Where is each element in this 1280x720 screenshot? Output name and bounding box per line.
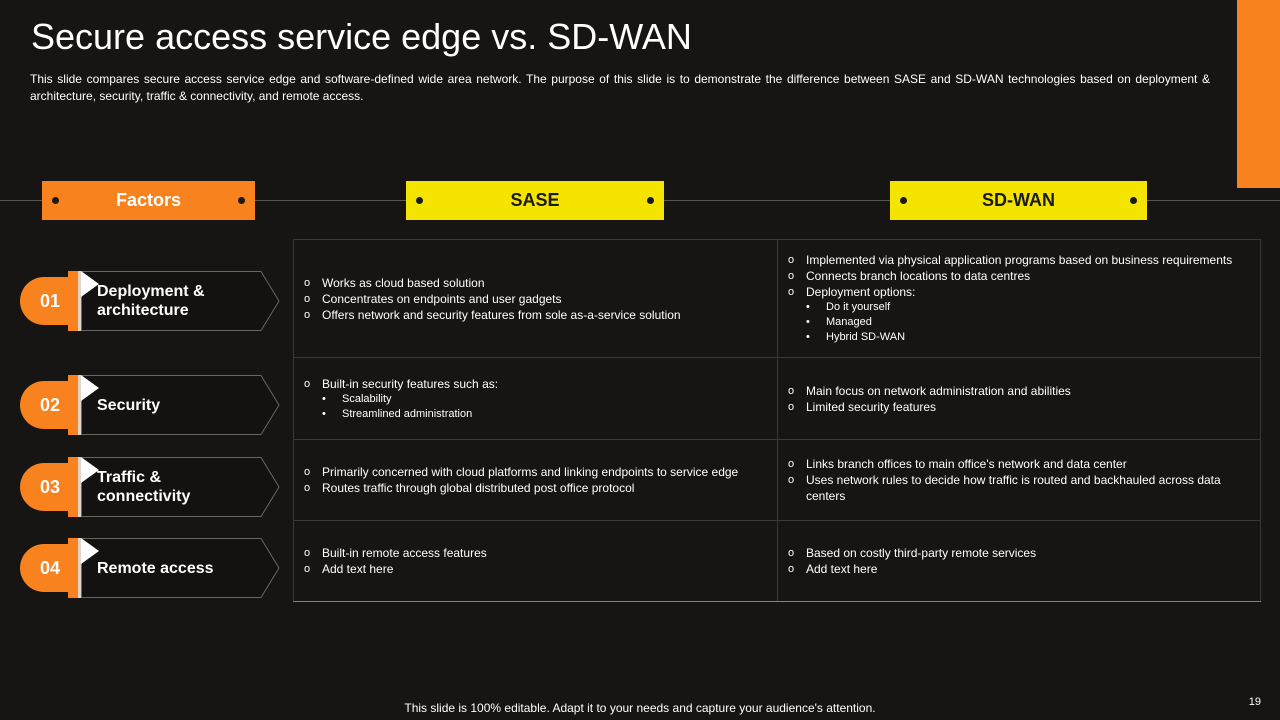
bullet-item: Concentrates on endpoints and user gadge… bbox=[304, 291, 763, 307]
slide-footer: This slide is 100% editable. Adapt it to… bbox=[404, 701, 876, 715]
sub-bullet-item: Do it yourself bbox=[788, 300, 1246, 315]
dot-icon bbox=[647, 197, 654, 204]
factor-label-box: Security bbox=[81, 375, 280, 435]
play-arrow-icon bbox=[81, 271, 99, 297]
sase-cell: Built-in remote access featuresAdd text … bbox=[293, 521, 777, 601]
bullet-item: Implemented via physical application pro… bbox=[788, 252, 1246, 268]
sub-bullet-item: Scalability bbox=[304, 392, 763, 407]
play-arrow-icon bbox=[81, 538, 99, 564]
factor-label-box: Deployment & architecture bbox=[81, 271, 280, 331]
bullet-item: Links branch offices to main office's ne… bbox=[788, 456, 1246, 472]
table-row: Built-in remote access featuresAdd text … bbox=[293, 521, 1261, 601]
sdwan-cell: Based on costly third-party remote servi… bbox=[777, 521, 1261, 601]
factor-label: Security bbox=[97, 396, 161, 414]
page-number: 19 bbox=[1248, 696, 1261, 708]
bullet-list: Built-in security features such as:Scala… bbox=[304, 376, 763, 422]
factor-label: Traffic & connectivity bbox=[97, 469, 191, 505]
factor-deployment: 01 Deployment & architecture bbox=[20, 271, 280, 331]
table-row: Built-in security features such as:Scala… bbox=[293, 358, 1261, 440]
sub-bullet-list: Do it yourselfManagedHybrid SD-WAN bbox=[788, 300, 1246, 345]
table-row: Primarily concerned with cloud platforms… bbox=[293, 440, 1261, 521]
dot-icon bbox=[416, 197, 423, 204]
header-sase-label: SASE bbox=[510, 190, 560, 210]
sub-bullet-item: Streamlined administration bbox=[304, 407, 763, 422]
sase-cell: Built-in security features such as:Scala… bbox=[293, 358, 777, 439]
sdwan-cell: Links branch offices to main office's ne… bbox=[777, 440, 1261, 520]
slide-subtitle: This slide compares secure access servic… bbox=[30, 72, 1210, 103]
factor-remote-access: 04 Remote access bbox=[20, 538, 280, 598]
bullet-item: Built-in remote access features bbox=[304, 545, 763, 561]
bullet-list: Built-in remote access featuresAdd text … bbox=[304, 545, 763, 577]
factor-stripe bbox=[68, 538, 81, 598]
factor-label-box: Traffic & connectivity bbox=[81, 457, 280, 517]
bullet-list: Main focus on network administration and… bbox=[788, 383, 1246, 415]
bullet-item: Add text here bbox=[788, 561, 1246, 577]
dot-icon bbox=[1130, 197, 1137, 204]
sase-cell: Works as cloud based solutionConcentrate… bbox=[293, 240, 777, 357]
factor-traffic: 03 Traffic & connectivity bbox=[20, 457, 280, 517]
factor-stripe bbox=[68, 457, 81, 517]
sub-bullet-item: Managed bbox=[788, 315, 1246, 330]
header-sdwan: SD-WAN bbox=[890, 181, 1147, 220]
comparison-table: Works as cloud based solutionConcentrate… bbox=[293, 239, 1261, 602]
bullet-list: Based on costly third-party remote servi… bbox=[788, 545, 1246, 577]
bullet-item: Built-in security features such as: bbox=[304, 376, 763, 392]
bullet-list: Implemented via physical application pro… bbox=[788, 252, 1246, 345]
bullet-item: Connects branch locations to data centre… bbox=[788, 268, 1246, 284]
bullet-item: Primarily concerned with cloud platforms… bbox=[304, 464, 763, 480]
dot-icon bbox=[238, 197, 245, 204]
header-sdwan-label: SD-WAN bbox=[982, 190, 1055, 210]
sdwan-cell: Main focus on network administration and… bbox=[777, 358, 1261, 439]
bullet-item: Offers network and security features fro… bbox=[304, 307, 763, 323]
bullet-item: Uses network rules to decide how traffic… bbox=[788, 472, 1246, 504]
factor-stripe bbox=[68, 271, 81, 331]
corner-accent-bar bbox=[1237, 0, 1280, 188]
bullet-item: Add text here bbox=[304, 561, 763, 577]
factor-label: Remote access bbox=[97, 559, 214, 577]
play-arrow-icon bbox=[81, 457, 99, 483]
bullet-item: Works as cloud based solution bbox=[304, 275, 763, 291]
sub-bullet-item: Hybrid SD-WAN bbox=[788, 330, 1246, 345]
header-factors: Factors bbox=[42, 181, 255, 220]
bullet-item: Main focus on network administration and… bbox=[788, 383, 1246, 399]
bullet-list: Primarily concerned with cloud platforms… bbox=[304, 464, 763, 496]
factor-label-box: Remote access bbox=[81, 538, 280, 598]
sub-bullet-list: ScalabilityStreamlined administration bbox=[304, 392, 763, 422]
bullet-list: Links branch offices to main office's ne… bbox=[788, 456, 1246, 504]
sdwan-cell: Implemented via physical application pro… bbox=[777, 240, 1261, 357]
bullet-item: Based on costly third-party remote servi… bbox=[788, 545, 1246, 561]
bullet-item: Limited security features bbox=[788, 399, 1246, 415]
factor-stripe bbox=[68, 375, 81, 435]
bullet-item: Routes traffic through global distribute… bbox=[304, 480, 763, 496]
header-sase: SASE bbox=[406, 181, 664, 220]
sase-cell: Primarily concerned with cloud platforms… bbox=[293, 440, 777, 520]
dot-icon bbox=[52, 197, 59, 204]
header-factors-label: Factors bbox=[115, 190, 182, 210]
bullet-list: Works as cloud based solutionConcentrate… bbox=[304, 275, 763, 323]
play-arrow-icon bbox=[81, 375, 99, 401]
bullet-item: Deployment options: bbox=[788, 284, 1246, 300]
table-row: Works as cloud based solutionConcentrate… bbox=[293, 240, 1261, 358]
factor-security: 02 Security bbox=[20, 375, 280, 435]
slide-title: Secure access service edge vs. SD-WAN bbox=[31, 16, 692, 57]
factor-label: Deployment & architecture bbox=[97, 283, 205, 319]
dot-icon bbox=[900, 197, 907, 204]
